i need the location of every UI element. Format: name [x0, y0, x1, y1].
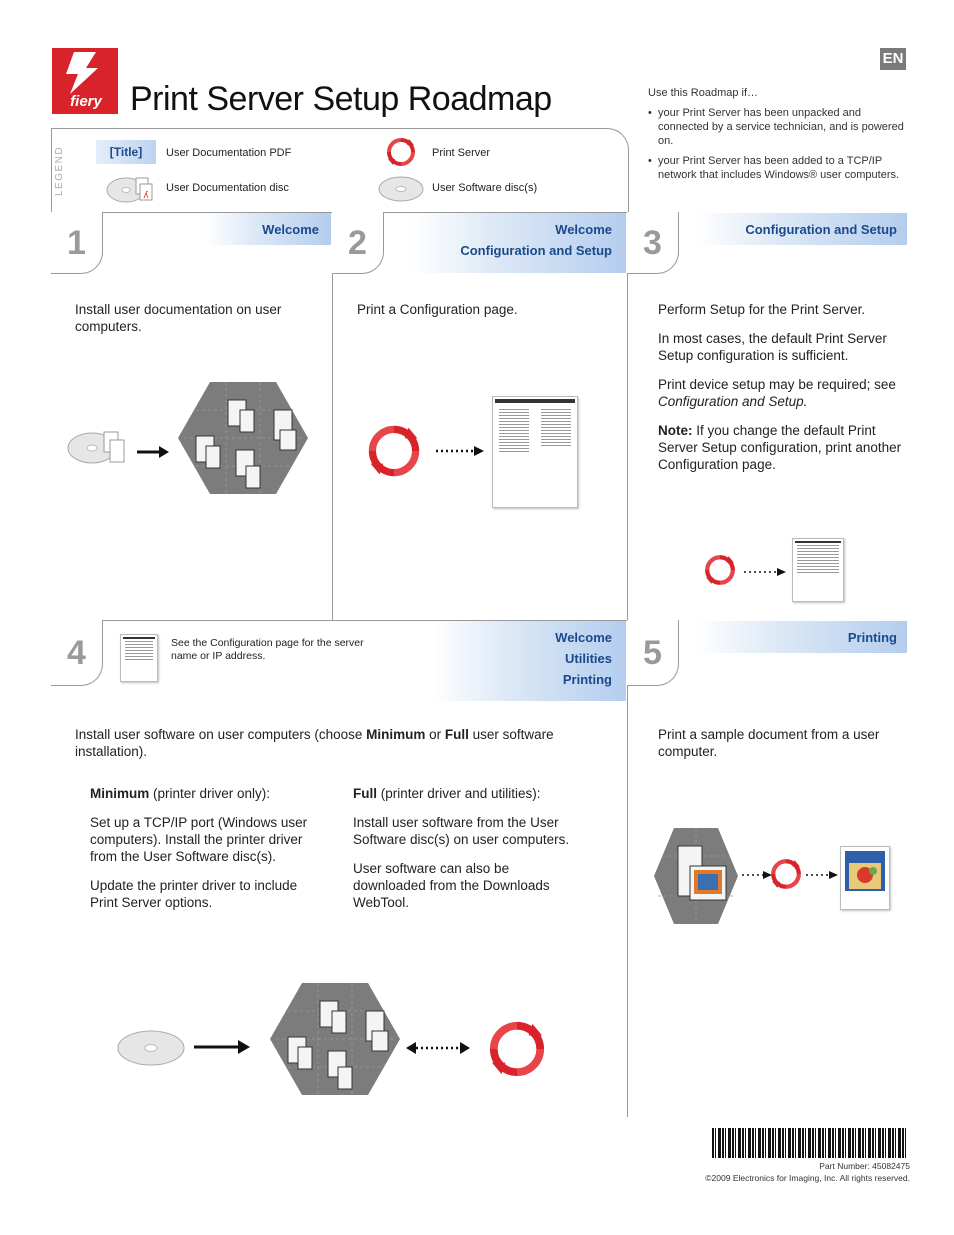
full-install-column: Full (printer driver and utilities): Ins… [353, 785, 583, 923]
dotted-arrow-icon [436, 444, 484, 463]
minimum-paragraph: Update the printer driver to include Pri… [90, 878, 298, 910]
step2-paragraph: Print a Configuration page. [357, 302, 518, 317]
step1-doc-tabs: Welcome [205, 213, 331, 245]
step5-paragraph: Print a sample document from a user comp… [658, 727, 880, 759]
note-label: Note: [658, 423, 693, 438]
step4-intro-full: Full [444, 727, 469, 742]
doc-tab-configuration-setup: Configuration and Setup [460, 243, 612, 258]
print-server-icon [386, 137, 416, 172]
part-number: Part Number: 45082475 [819, 1161, 910, 1171]
note-text: If you change the default Print Server S… [658, 423, 902, 472]
dotted-arrow-icon [742, 868, 772, 886]
svg-text:ʎ: ʎ [143, 191, 149, 201]
full-paragraph: User software can also be downloaded fro… [353, 861, 550, 910]
legend-item-print-server: Print Server [432, 147, 491, 159]
fiery-logo: fiery [52, 48, 118, 114]
doc-tab-utilities: Utilities [565, 651, 612, 666]
dotted-arrow-icon [806, 868, 838, 886]
step-number: 4 [51, 620, 103, 686]
configuration-page-icon [120, 634, 158, 682]
configuration-page-icon [492, 396, 578, 508]
documentation-disc-icon: ʎ [106, 172, 156, 211]
bidirectional-dotted-arrow-icon [406, 1040, 470, 1061]
step4-intro-or: or [425, 727, 445, 742]
step1-instructions: Install user documentation on user compu… [75, 301, 315, 347]
step3-paragraph: In most cases, the default Print Server … [658, 331, 887, 363]
step3-paragraph: Perform Setup for the Print Server. [658, 302, 866, 317]
full-heading: Full (printer driver and utilities): [353, 785, 583, 802]
full-paragraph: Install user software from the User Soft… [353, 815, 570, 847]
step5-doc-tabs: Printing [696, 621, 907, 653]
minimum-heading-label: Minimum [90, 786, 150, 801]
doc-tab-welcome: Welcome [555, 222, 612, 237]
step-number: 3 [627, 212, 679, 274]
footer: Part Number: 45082475 ©2009 Electronics … [650, 1160, 910, 1184]
page-title: Print Server Setup Roadmap [130, 80, 552, 118]
step3-doc-tabs: Configuration and Setup [696, 213, 907, 245]
step-number: 5 [627, 620, 679, 686]
doc-tab-printing: Printing [562, 672, 612, 687]
user-computers-network-icon [268, 978, 402, 1105]
printed-sample-document-icon [840, 846, 890, 910]
legend-item-pdf: User Documentation PDF [166, 147, 292, 159]
language-badge: EN [880, 48, 906, 70]
print-server-icon [367, 424, 421, 483]
arrow-right-icon [194, 1038, 250, 1061]
arrow-right-icon [137, 444, 169, 465]
intro-lead: Use this Roadmap if… [648, 87, 759, 99]
minimum-heading: Minimum (printer driver only): [90, 785, 316, 802]
part-number-barcode [712, 1128, 908, 1158]
step3-paragraph: Print device setup may be required; see … [658, 376, 908, 410]
legend-item-doc-disc: User Documentation disc [166, 182, 289, 194]
intro-conditions: Use this Roadmap if… your Print Server h… [648, 86, 910, 188]
legend-label: LEGEND [54, 145, 65, 196]
step4-intro-text: Install user software on user computers … [75, 727, 367, 742]
step3-instructions: Perform Setup for the Print Server. In m… [658, 301, 908, 485]
step1-paragraph: Install user documentation on user compu… [75, 302, 282, 334]
step2-instructions: Print a Configuration page. [357, 301, 607, 330]
logo-text: fiery [70, 93, 102, 110]
row2-top-divider [51, 620, 628, 621]
legend-item-software-disc: User Software disc(s) [432, 182, 538, 194]
print-server-icon [704, 554, 736, 591]
step4-doc-tabs: Welcome Utilities Printing [432, 621, 626, 701]
legend-title-example: [Title] [96, 140, 156, 164]
step2-doc-tabs: Welcome Configuration and Setup [412, 213, 626, 273]
step3-note: Note: If you change the default Print Se… [658, 422, 908, 473]
column-divider [332, 212, 333, 620]
intro-condition: your Print Server has been added to a TC… [648, 154, 910, 182]
step-number: 1 [51, 212, 103, 274]
step4-intro: Install user software on user computers … [75, 726, 595, 760]
step-number: 2 [332, 212, 384, 274]
print-server-icon [770, 858, 802, 895]
configuration-page-icon [792, 538, 844, 602]
config-page-note: See the Configuration page for the serve… [171, 637, 364, 662]
doc-tab-configuration-setup: Configuration and Setup [745, 222, 897, 237]
software-disc-icon [116, 1028, 186, 1073]
intro-condition: your Print Server has been unpacked and … [648, 106, 910, 148]
legend-frame [51, 128, 629, 213]
full-heading-label: Full [353, 786, 377, 801]
print-server-icon [488, 1020, 546, 1083]
dotted-arrow-icon [744, 565, 786, 583]
step4-intro-minimum: Minimum [366, 727, 426, 742]
step3-see-text: Print device setup may be required; see [658, 377, 896, 392]
full-heading-rest: (printer driver and utilities): [377, 786, 541, 801]
copyright: ©2009 Electronics for Imaging, Inc. All … [705, 1173, 910, 1183]
step5-instructions: Print a sample document from a user comp… [658, 726, 898, 772]
documentation-disc-icon [66, 420, 130, 473]
software-disc-icon [378, 175, 424, 208]
doc-tab-welcome: Welcome [555, 630, 612, 645]
doc-tab-welcome: Welcome [262, 222, 319, 237]
doc-tab-printing: Printing [847, 630, 897, 645]
minimum-paragraph: Set up a TCP/IP port (Windows user compu… [90, 815, 308, 864]
minimum-install-column: Minimum (printer driver only): Set up a … [90, 785, 316, 923]
configuration-setup-reference: Configuration and Setup. [658, 394, 808, 409]
user-computer-icon [652, 826, 740, 931]
user-computers-network-icon [176, 380, 310, 501]
step4-intro-rest: user software installation). [75, 727, 554, 759]
minimum-heading-rest: (printer driver only): [149, 786, 271, 801]
